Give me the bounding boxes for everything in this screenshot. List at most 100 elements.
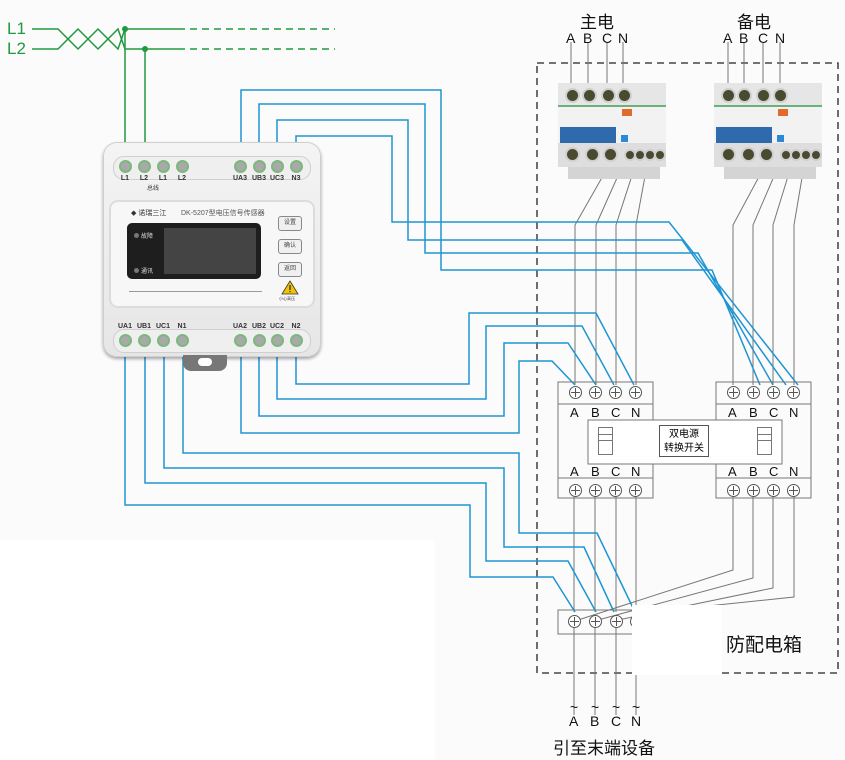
ats-phase-label: N <box>789 405 799 420</box>
label-backdrop <box>632 605 722 675</box>
terminal-label: UA3 <box>232 175 247 182</box>
screw <box>747 386 760 399</box>
ats-phase-label: C <box>611 464 621 479</box>
breaker-screw <box>585 147 600 162</box>
supply-line-l1-label: L1 <box>7 19 26 38</box>
breaker-screw <box>601 88 616 103</box>
screw <box>589 484 602 497</box>
terminal-label: L2 <box>139 175 149 182</box>
ats-phase-label: C <box>769 464 779 479</box>
terminal-n2 <box>290 334 303 347</box>
terminal-ub1 <box>138 334 151 347</box>
sensor-front-panel: ◆ 诺瑞三江 DK-5207型电压信号传感器 故障 通讯 设置 确认 返回 小心… <box>109 200 315 308</box>
main-power-lines <box>570 42 649 715</box>
breaker-screw <box>654 149 666 161</box>
backup-circuit-breaker <box>714 83 824 179</box>
model-label: DK-5207型电压信号传感器 <box>181 210 265 217</box>
phase-label: N <box>618 30 629 46</box>
phase-label: A <box>569 713 579 729</box>
ats-label-box: 双电源 转换开关 <box>659 425 709 457</box>
phase-label: C <box>758 30 769 46</box>
ats-phase-label: A <box>570 464 579 479</box>
terminal-label: UA1 <box>117 323 132 330</box>
phase-label: N <box>631 713 642 729</box>
backup-source-title: 备电 <box>737 13 771 32</box>
screw <box>767 484 780 497</box>
settings-button[interactable]: 设置 <box>278 216 302 231</box>
ats-phase-label: A <box>728 405 737 420</box>
terminal-label: L1 <box>158 175 168 182</box>
signal-wires-group-1 <box>124 342 636 613</box>
ats-phase-label: C <box>611 405 621 420</box>
phase-label: B <box>590 713 600 729</box>
terminal-label: N1 <box>177 323 187 330</box>
terminal-label: N3 <box>291 175 301 182</box>
terminal-n1 <box>176 334 189 347</box>
ats-label-line2: 转换开关 <box>664 443 704 454</box>
signal-wires-group-2 <box>240 312 635 434</box>
breaker-screw <box>756 88 771 103</box>
terminal-label: UB2 <box>251 323 266 330</box>
terminal-label: UC3 <box>269 175 284 182</box>
ats-phase-label: N <box>789 464 799 479</box>
screw <box>787 484 800 497</box>
terminal-l1 <box>119 160 132 173</box>
breaker-screw <box>810 149 822 161</box>
voltage-signal-sensor: L1 L2 L1 L2 UA3 UB3 UC3 N3 总线 ◆ 诺瑞三江 DK-… <box>103 142 321 371</box>
tilde-mark: ~ <box>612 699 621 715</box>
screw <box>589 615 602 628</box>
breaker-screw <box>721 88 736 103</box>
confirm-button[interactable]: 确认 <box>278 239 302 254</box>
breaker-screw <box>737 88 752 103</box>
terminal-n3 <box>290 160 303 173</box>
breaker-screw <box>759 147 774 162</box>
screw <box>629 484 642 497</box>
ats-left-indicator <box>598 427 613 455</box>
screw <box>568 615 581 628</box>
terminal-ub2 <box>253 334 266 347</box>
bus-label: 总线 <box>146 186 159 192</box>
output-destination-label: 引至末端设备 <box>553 739 655 758</box>
ats-phase-label: A <box>570 405 579 420</box>
ats-phase-label: B <box>591 405 600 420</box>
back-button[interactable]: 返回 <box>278 262 302 277</box>
screw <box>767 386 780 399</box>
panel-divider <box>129 291 262 292</box>
breaker-screw <box>721 147 736 162</box>
screw <box>569 386 582 399</box>
terminal-label: UC2 <box>269 323 284 330</box>
ats-phase-label: C <box>769 405 779 420</box>
phase-label: C <box>602 30 613 46</box>
screw <box>727 386 740 399</box>
breaker-screw <box>773 88 788 103</box>
fault-led-icon <box>134 233 139 238</box>
junction-l1 <box>122 26 128 32</box>
terminal-uc1 <box>157 334 170 347</box>
terminal-label: UA2 <box>232 323 247 330</box>
supply-line-l2-label: L2 <box>7 39 26 58</box>
phase-label: C <box>611 713 622 729</box>
enclosure-label: 防配电箱 <box>726 635 803 656</box>
terminal-l1-out <box>157 160 170 173</box>
terminal-uc2 <box>271 334 284 347</box>
terminal-label: UC1 <box>155 323 170 330</box>
terminal-ua3 <box>234 160 247 173</box>
screw <box>727 484 740 497</box>
screw <box>610 615 623 628</box>
phase-label: B <box>583 30 593 46</box>
warning-icon <box>281 280 299 295</box>
terminal-ua2 <box>234 334 247 347</box>
ats-right-indicator <box>757 427 772 455</box>
phase-label: N <box>775 30 786 46</box>
phase-label: A <box>723 30 733 46</box>
terminal-l2 <box>138 160 151 173</box>
comm-indicator-label: 通讯 <box>141 269 154 275</box>
terminal-l2-out <box>176 160 189 173</box>
signal-wires-group-3 <box>240 89 799 386</box>
breaker-screw <box>565 88 580 103</box>
tilde-mark: ~ <box>591 699 600 715</box>
screw <box>609 484 622 497</box>
tilde-mark: ~ <box>632 699 641 715</box>
lcd-screen <box>164 228 256 274</box>
phase-label: B <box>739 30 749 46</box>
